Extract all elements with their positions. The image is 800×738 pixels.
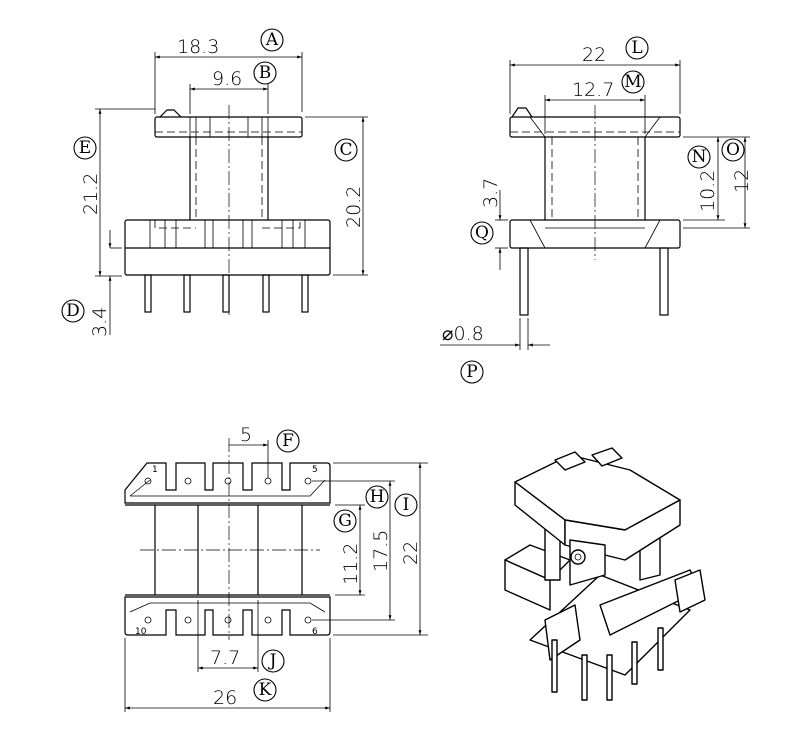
label-M: M [621, 70, 645, 94]
svg-text:J: J [268, 651, 277, 671]
label-A: A [260, 28, 284, 52]
label-I: I [394, 493, 418, 517]
iso-pins [551, 627, 664, 701]
label-N: N [687, 145, 711, 169]
svg-text:E: E [79, 138, 91, 158]
dim-C-value: 20.2 [343, 186, 365, 228]
label-Q: Q [470, 221, 494, 245]
label-F: F [276, 429, 300, 453]
dim-A-value: 18.3 [177, 36, 219, 58]
dim-E-value: 21.2 [80, 173, 102, 215]
front-view: 18.3 9.6 21.2 20.2 3.4 A B E C D [61, 28, 368, 337]
svg-text:N: N [692, 147, 707, 167]
label-L: L [625, 36, 649, 60]
label-B: B [253, 61, 277, 85]
dim-P-value: ⌀0.8 [442, 323, 484, 345]
side-pins [519, 247, 669, 316]
svg-text:I: I [403, 495, 410, 515]
dim-F-value: 5 [240, 424, 252, 446]
isometric-view [504, 447, 706, 701]
label-E: E [73, 136, 97, 160]
label-J: J [261, 649, 285, 673]
svg-text:Q: Q [475, 223, 489, 243]
svg-text:L: L [631, 38, 642, 58]
svg-text:D: D [66, 301, 80, 321]
svg-text:M: M [624, 72, 641, 92]
dim-I-value: 22 [400, 541, 422, 565]
svg-text:B: B [259, 63, 272, 83]
svg-text:G: G [338, 511, 352, 531]
dim-L-value: 22 [582, 44, 606, 66]
front-pins [144, 274, 309, 313]
label-D: D [61, 299, 85, 323]
dim-Q-value: 3.7 [480, 178, 502, 208]
label-C: C [334, 138, 358, 162]
label-P: P [460, 360, 484, 384]
svg-text:F: F [282, 431, 294, 451]
dim-K-value: 26 [213, 687, 237, 709]
bottom-view: 1 5 10 6 5 22 17.5 11.2 7.7 26 F H I G J… [124, 424, 428, 712]
svg-text:A: A [265, 30, 279, 50]
label-G: G [333, 509, 357, 533]
dim-O-value: 12 [731, 169, 753, 193]
pin-number-1: 1 [152, 465, 158, 475]
label-K: K [253, 678, 277, 702]
dim-J-value: 7.7 [210, 647, 240, 669]
svg-text:K: K [259, 680, 272, 700]
svg-text:P: P [466, 362, 477, 382]
pin-number-5: 5 [312, 465, 318, 475]
pin-number-10: 10 [135, 627, 147, 637]
svg-text:H: H [370, 487, 385, 507]
svg-text:O: O [726, 140, 740, 160]
dim-H-value: 17.5 [370, 530, 392, 572]
dim-D-value: 3.4 [89, 307, 111, 337]
dim-G-value: 11.2 [340, 543, 362, 585]
svg-text:C: C [339, 140, 352, 160]
dim-B-value: 9.6 [212, 68, 242, 90]
label-H: H [365, 485, 389, 509]
side-view: 22 12.7 10.2 12 3.7 ⌀0.8 L M N O Q P [440, 36, 753, 384]
pin-holes [144, 477, 312, 624]
dim-M-value: 12.7 [572, 79, 614, 101]
dim-N-value: 10.2 [697, 170, 719, 212]
pin-number-6: 6 [312, 627, 318, 637]
label-O: O [721, 138, 745, 162]
